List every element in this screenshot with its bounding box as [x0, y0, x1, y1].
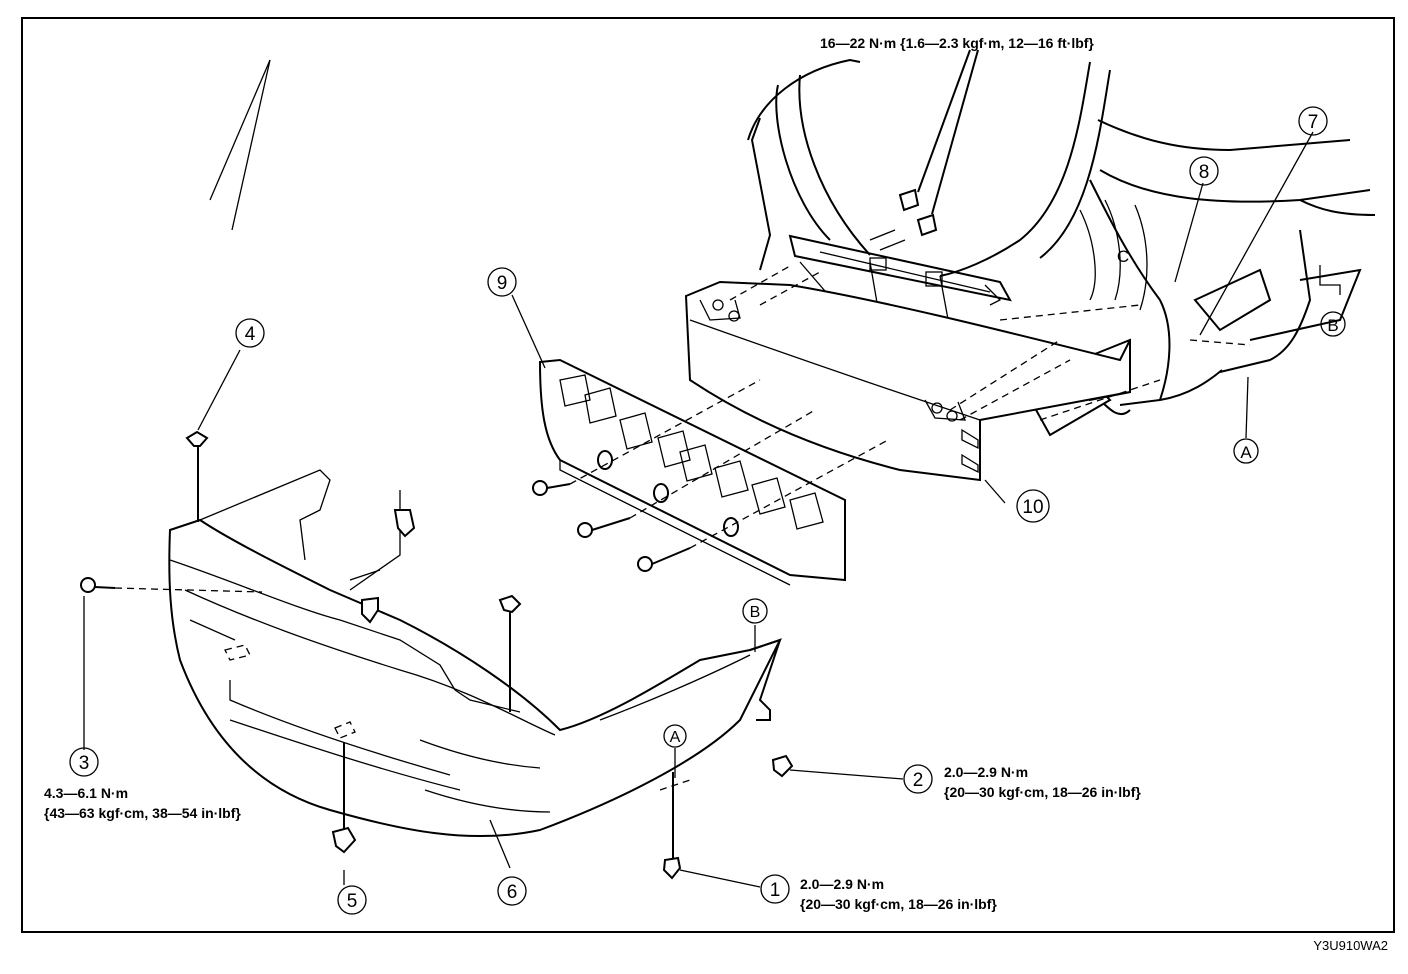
- torque-top: 16—22 N·m {1.6—2.3 kgf·m, 12—16 ft·lbf}: [820, 35, 1094, 51]
- leader-lines: [83, 49, 1341, 888]
- torque-2-line2: {20—30 kgf·cm, 18—26 in·lbf}: [944, 784, 1141, 800]
- bumper-cover: [168, 469, 782, 838]
- callout-1-number: 1: [770, 880, 781, 901]
- top-nuts: [869, 188, 938, 251]
- callout-4: 4: [235, 318, 265, 348]
- marker-a-body: A: [1233, 438, 1259, 464]
- torque-2-line1: 2.0—2.9 N·m: [944, 764, 1028, 780]
- callout-7: 7: [1298, 106, 1328, 136]
- marker-b-cover: B: [742, 598, 768, 624]
- absorber-bolts: [532, 379, 889, 572]
- marker-b-body-letter: B: [1327, 316, 1338, 335]
- diagram-frame: [21, 17, 1395, 933]
- callout-10-number: 10: [1022, 497, 1043, 518]
- torque-callout-2: 2.0—2.9 N·m {20—30 kgf·cm, 18—26 in·lbf}: [944, 764, 1141, 800]
- callout-3-number: 3: [79, 753, 90, 774]
- marker-b-body: B: [1320, 311, 1346, 337]
- body-marker-c: C: [1117, 247, 1129, 266]
- callout-7-number: 7: [1308, 112, 1319, 133]
- marker-a-cover: A: [663, 724, 687, 748]
- torque-1-line2: {20—30 kgf·cm, 18—26 in·lbf}: [800, 896, 997, 912]
- assembly-lines: [729, 265, 1251, 421]
- callout-8: 8: [1189, 156, 1219, 186]
- callout-10: 10: [1016, 489, 1050, 523]
- bumper-reinforcement: [684, 280, 1131, 482]
- callout-5-number: 5: [347, 891, 358, 912]
- callout-8-number: 8: [1199, 162, 1210, 183]
- callout-4-number: 4: [245, 324, 256, 345]
- torque-1-line1: 2.0—2.9 N·m: [800, 876, 884, 892]
- callout-6: 6: [497, 876, 527, 906]
- torque-3-line1: 4.3—6.1 N·m: [44, 785, 128, 801]
- callout-5: 5: [337, 885, 367, 915]
- marker-b-cover-letter: B: [750, 604, 761, 621]
- figure-code: Y3U910WA2: [1313, 938, 1388, 953]
- torque-callout-3: 4.3—6.1 N·m {43—63 kgf·cm, 38—54 in·lbf}: [44, 785, 241, 821]
- callout-2: 2: [903, 764, 933, 794]
- callout-6-number: 6: [507, 882, 518, 903]
- torque-3-line2: {43—63 kgf·cm, 38—54 in·lbf}: [44, 805, 241, 821]
- callout-1: 1: [760, 874, 790, 904]
- callout-3: 3: [69, 747, 99, 777]
- callout-2-number: 2: [913, 770, 924, 791]
- callout-9-number: 9: [497, 273, 508, 294]
- marker-a-cover-letter: A: [670, 729, 681, 746]
- energy-absorber: [538, 358, 846, 586]
- callout-9: 9: [487, 267, 517, 297]
- torque-callout-1: 2.0—2.9 N·m {20—30 kgf·cm, 18—26 in·lbf}: [800, 876, 997, 912]
- marker-a-body-letter: A: [1240, 443, 1252, 462]
- bumper-fasteners: [80, 430, 794, 880]
